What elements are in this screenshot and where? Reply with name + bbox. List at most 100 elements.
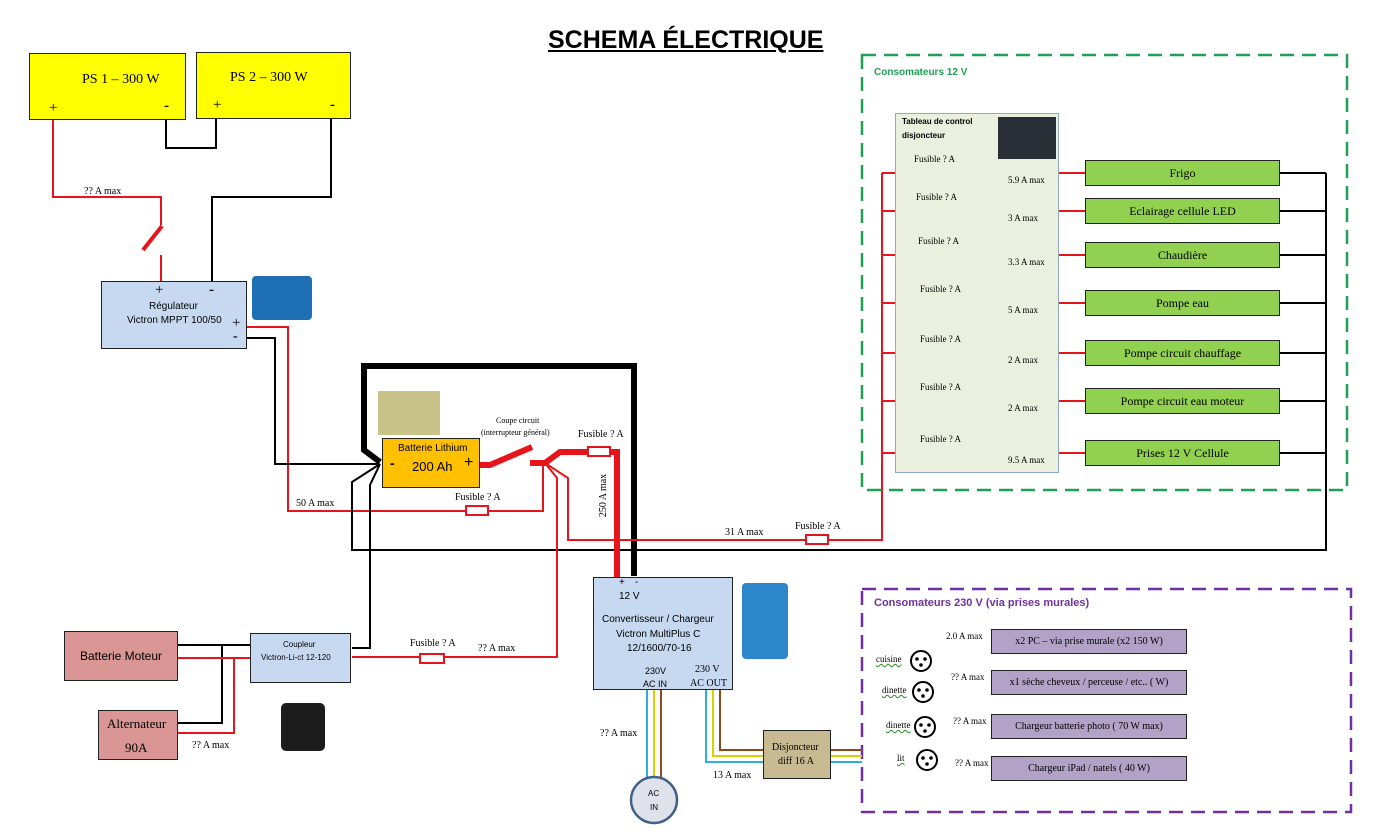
fuse-label: Fusible ? A [914, 154, 956, 164]
current-label: ?? A max [951, 672, 985, 682]
regulator-title: Régulateur [149, 301, 198, 312]
consumer-12v: Prises 12 V Cellule [1085, 440, 1280, 466]
main-switch-label: Coupe circuit [496, 416, 540, 425]
current-label: 3.3 A max [1008, 257, 1045, 267]
current-label: 2.0 A max [946, 631, 983, 641]
coupler-wire-label: ?? A max [478, 643, 516, 654]
ac-out-cable [705, 690, 862, 763]
current-label: 3 A max [1008, 213, 1039, 223]
ac-in-wire-label: ?? A max [600, 728, 638, 739]
coupler-title: Coupleur [283, 640, 316, 649]
alternator-rating: 90A [125, 740, 148, 755]
inverter-title: Convertisseur / Chargeur [602, 614, 714, 625]
inverter-spec: 12/1600/70-16 [627, 643, 692, 654]
consumer-12v: Chaudière [1085, 242, 1280, 268]
output-minus-terminal: - [233, 329, 238, 344]
ac-in-cable [646, 690, 662, 780]
wall-socket-icon [910, 650, 932, 672]
consumer-12v: Pompe eau [1085, 290, 1280, 316]
ac-out-wire-label: 13 A max [713, 770, 752, 781]
consumer-12v: Eclairage cellule LED [1085, 198, 1280, 224]
minus-terminal: - [635, 577, 639, 588]
socket-location: cuisine [876, 654, 902, 664]
inverter-negative-cable [361, 363, 637, 576]
solar-switch [141, 224, 164, 252]
ac-source-label: AC [648, 789, 660, 798]
fuse-label: Fusible ? A [920, 382, 962, 392]
fuse-panel [805, 534, 829, 545]
regulator-positive-wire [247, 326, 544, 512]
ac-out-voltage: 230 V [695, 664, 720, 675]
breaker-panel: Tableau de control disjoncteur [895, 113, 1059, 473]
socket-location: lit [897, 753, 905, 763]
lithium-battery: Batterie Lithium - 200 Ah + [382, 438, 480, 488]
consumer-12v: Pompe circuit chauffage [1085, 340, 1280, 366]
battery-coupler: Coupleur Victron-Li-ct 12-120 [250, 633, 351, 683]
group-230v-title: Consomateurs 230 V (via prises murales) [874, 597, 1090, 609]
fuse-inverter-label: Fusible ? A [578, 429, 624, 440]
ac-source-sublabel: IN [650, 803, 658, 812]
solar-negative-wires [165, 119, 332, 281]
engine-positive-wires [176, 657, 250, 734]
minus-terminal: - [330, 97, 335, 113]
output-plus-terminal: + [232, 315, 241, 331]
battery-title: Batterie Lithium [398, 443, 468, 454]
solar-panel-2: PS 2 – 300 W + - [196, 52, 351, 119]
multiplus-photo [742, 583, 788, 659]
fuse-regulator-label: Fusible ? A [455, 492, 501, 503]
regulator-model: Victron MPPT 100/50 [127, 315, 222, 326]
solar-panel-1: PS 1 – 300 W + - [29, 53, 186, 120]
socket-location: dinette [886, 720, 911, 730]
fuse-symbols [419, 446, 829, 664]
inverter-model: Victron MultiPlus C [616, 629, 701, 640]
regulator: + - Régulateur Victron MPPT 100/50 + - [101, 281, 247, 349]
consumer-230v: Chargeur batterie photo ( 70 W max) [991, 714, 1187, 739]
fuse-label: Fusible ? A [920, 284, 962, 294]
engine-negative-wires [178, 644, 250, 724]
current-label: 9.5 A max [1008, 455, 1045, 465]
rcd-breaker: Disjoncteur diff 16 A [763, 730, 831, 779]
minus-terminal: - [390, 455, 395, 471]
battery-positive-cable [480, 444, 620, 577]
current-label: 5.9 A max [1008, 175, 1045, 185]
fuse-label: Fusible ? A [916, 192, 958, 202]
negative-bus [351, 173, 1327, 649]
ac-out-label: AC OUT [690, 678, 727, 689]
plus-terminal: + [49, 100, 58, 116]
current-label: ?? A max [953, 716, 987, 726]
wall-socket-icon [916, 749, 938, 771]
alternator-label: Alternateur [107, 716, 167, 731]
battery-photo [378, 391, 440, 435]
mppt-photo [252, 276, 312, 320]
alternator: Alternateur 90A [98, 710, 178, 760]
page-title: SCHEMA ÉLECTRIQUE [548, 26, 824, 54]
solar-panel-2-label: PS 2 – 300 W [230, 70, 308, 85]
wall-socket-icon [912, 681, 934, 703]
inverter-charger: + - 12 V Convertisseur / Chargeur Victro… [593, 577, 733, 690]
minus-terminal: - [164, 98, 169, 114]
current-label: 2 A max [1008, 403, 1039, 413]
panel-wire-label: 31 A max [725, 527, 764, 538]
panel-title: Tableau de control [902, 117, 973, 126]
solar-panel-1-label: PS 1 – 300 W [82, 72, 160, 87]
engine-battery: Batterie Moteur [64, 631, 178, 681]
socket-location: dinette [882, 685, 907, 695]
positive-distribution-wires [352, 173, 883, 658]
coupler-model: Victron-Li-ct 12-120 [261, 653, 331, 662]
solar-positive-wire [52, 120, 162, 281]
consumer-230v: x1 sèche cheveux / perceuse / etc.. ( W) [991, 670, 1187, 695]
consumer-230v: Chargeur iPad / natels ( 40 W) [991, 756, 1187, 781]
ac-in-label: AC IN [643, 679, 668, 689]
wall-socket-icon [914, 716, 936, 738]
plus-terminal: + [619, 577, 625, 588]
fuse-label: Fusible ? A [920, 434, 962, 444]
fuse-regulator [465, 505, 489, 516]
regulator-negative-wire [247, 337, 378, 465]
inverter-voltage: 12 V [619, 591, 640, 602]
coupler-photo [281, 703, 325, 751]
group-12v-title: Consomateurs 12 V [874, 67, 968, 78]
ac-in-voltage: 230V [645, 666, 667, 676]
inverter-wire-label: 250 A max [598, 473, 610, 518]
solar-wire-label: ?? A max [84, 186, 122, 197]
